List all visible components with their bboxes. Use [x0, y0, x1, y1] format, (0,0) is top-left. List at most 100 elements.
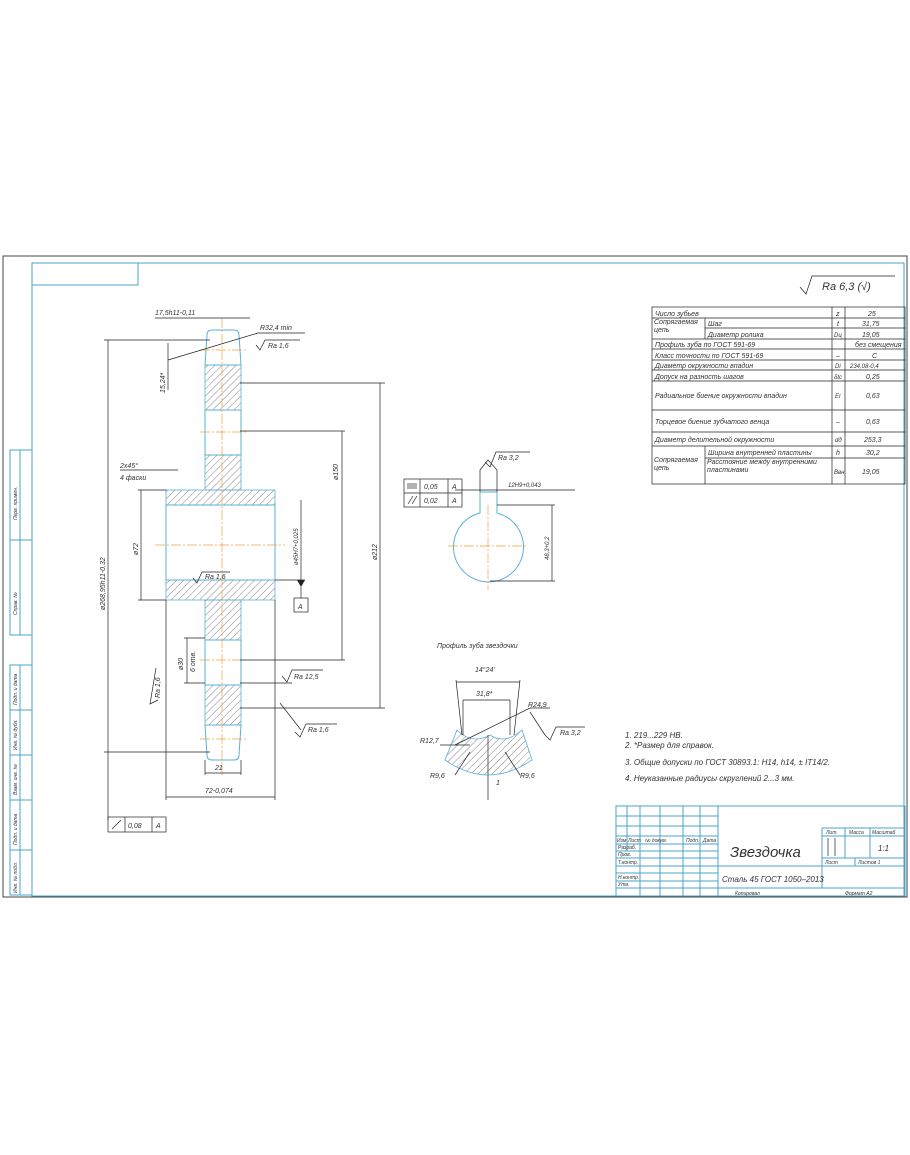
- row-value: 31,75: [862, 321, 880, 328]
- col-header: Дата: [702, 838, 716, 844]
- row-value: 19,05: [862, 469, 880, 476]
- role-label: Пров.: [618, 852, 631, 858]
- dim-hole-diameter: ø30: [178, 658, 185, 670]
- tolerance-value: 0,02: [424, 498, 438, 505]
- part-title: Звездочка: [730, 844, 801, 861]
- dim-radius: R9,6: [520, 773, 535, 780]
- row-value: 0,63: [866, 393, 880, 400]
- row-symbol: –: [835, 353, 840, 360]
- row-symbol: Di: [835, 364, 841, 370]
- row-label: Шаг: [708, 321, 722, 328]
- dim-keyway-width: 12H9+0,043: [508, 483, 542, 489]
- dim-outer-diameter: ø268,95h11-0,32: [100, 557, 107, 610]
- row-value: 234,08-0,4: [849, 364, 879, 370]
- spec-table: Число зубьев z 25 Сопрягаемая цепь Шаг t…: [651, 306, 906, 485]
- dim-hole-circle: ø150: [333, 464, 340, 480]
- tolerance-datum: A: [451, 498, 457, 505]
- row-label: Диаметр делительной окружности: [654, 436, 774, 444]
- row-label: Радиальное биение окружности впадин: [655, 392, 787, 400]
- row-value: 0,63: [866, 419, 880, 426]
- sheet-border: [2, 255, 908, 898]
- row-symbol: h: [836, 450, 840, 457]
- roughness-label: Ra 3,2: [560, 730, 581, 737]
- row-symbol: dд: [835, 438, 842, 444]
- hub-keyway-view: Ra 3,2 12H9+0,043 48,3+0,2 0,05 A 0,02 A: [403, 451, 575, 590]
- row-label: Профиль зуба по ГОСТ 591-69: [655, 341, 755, 349]
- row-value: 19,05: [862, 332, 880, 339]
- dim-angle: 14°24': [475, 666, 495, 674]
- col-header: Лист: [627, 838, 641, 844]
- row-symbol: –: [835, 419, 840, 426]
- note: 4. Неуказанные радиусы скруглений 2...3 …: [625, 774, 795, 783]
- roughness-label: Ra 6,3 (√): [822, 281, 871, 293]
- row-symbol: Er: [835, 394, 842, 400]
- dim-offset: 1: [496, 780, 500, 787]
- side-stamps: Перв. примен. Справ. № Подп. и дата Инв.…: [9, 449, 33, 896]
- mass-label: Масса: [849, 830, 864, 836]
- dim-chord: 15,24*: [160, 372, 167, 393]
- dim-plate-width: 21: [214, 765, 223, 772]
- row-symbol: z: [835, 311, 840, 318]
- row-value: 253,3: [863, 437, 882, 444]
- row-label: Торцевое биение зубчатого венца: [655, 418, 769, 426]
- dim-dia-212: ø212: [372, 544, 379, 560]
- tooth-profile-view: Профиль зуба звездочки 14°24' 31,8* R24,…: [420, 642, 585, 800]
- dim-hub-diameter: ø72: [133, 543, 140, 555]
- roughness-label: Ra 1,6: [268, 343, 289, 350]
- top-stamp-box: [31, 262, 139, 286]
- row-symbol: Bвн: [834, 470, 845, 476]
- dim-radius: R12,7: [420, 738, 440, 745]
- scale-value: 1:1: [878, 844, 889, 853]
- row-label: Ширина внутренней пластины: [708, 449, 813, 457]
- runout-tolerance-frame: 0,08 A: [107, 816, 167, 833]
- copied-label: Копировал: [735, 891, 760, 897]
- col-header: Изм: [617, 838, 627, 844]
- dim-tooth-width: 31,8*: [476, 691, 493, 698]
- row-label: Число зубьев: [655, 310, 699, 318]
- row-symbol: t: [837, 321, 840, 328]
- col-header: Подп.: [686, 838, 699, 844]
- tolerance-datum: A: [451, 484, 457, 491]
- stamp-label: Подп. и дата: [13, 673, 19, 705]
- row-value: 0,25: [866, 374, 880, 381]
- dim-keyway-depth: 48,3+0,2: [545, 536, 551, 560]
- tolerance-value: 0,05: [424, 484, 438, 491]
- view-title: Профиль зуба звездочки: [437, 642, 518, 650]
- tolerance-frames: 0,05 A 0,02 A: [403, 478, 463, 508]
- row-group: Сопрягаемая цепь: [654, 457, 698, 472]
- col-header: № докум.: [645, 838, 667, 844]
- tolerance-value: 0,08: [128, 823, 142, 830]
- technical-notes: 1. 219...229 НВ. 2. *Размер для справок.…: [624, 731, 830, 783]
- dim-width: 17,5h11-0,11: [155, 310, 195, 317]
- row-value: без смещения: [855, 341, 902, 349]
- stamp-label: Инв. № подл.: [13, 862, 19, 893]
- sheet-label: Лист: [824, 860, 838, 866]
- roughness-label: Ra 1,6: [308, 727, 329, 734]
- title-block: Изм Лист № докум. Подп. Дата Разраб. Про…: [615, 805, 906, 897]
- stamp-label: Подп. и дата: [13, 813, 19, 845]
- roughness-label: Ra 1,6: [205, 574, 226, 581]
- note: 1. 219...229 НВ.: [625, 731, 683, 740]
- row-label: Диаметр окружности впадин: [654, 362, 753, 370]
- dim-chamfer-count: 4 фаски: [120, 475, 146, 482]
- datum-a-label: A: [297, 604, 303, 611]
- dim-bore: ø45H7+0,025: [294, 528, 300, 565]
- scale-label: Масштаб: [872, 830, 896, 836]
- row-symbol: Dц: [834, 333, 842, 339]
- role-label: Утв.: [618, 882, 629, 888]
- role-label: Т.контр.: [618, 860, 638, 866]
- dim-hub-length: 72-0,074: [205, 788, 233, 795]
- dim-chamfer: 2x45°: [119, 462, 138, 470]
- dim-hole-count: 6 отв.: [190, 651, 197, 672]
- note: 3. Общие допуски по ГОСТ 30893.1: H14, h…: [625, 758, 830, 767]
- general-roughness: Ra 6,3 (√): [799, 275, 895, 295]
- row-value: 30,2: [866, 450, 880, 457]
- stamp-label: Взам. инв. №: [13, 763, 19, 795]
- row-label: Расстояние между внутренними пластинами: [707, 459, 817, 474]
- roughness-label: Ra 3,2: [498, 455, 519, 462]
- stamp-label: Перв. примен.: [13, 487, 19, 520]
- roughness-label: Ra 12,5: [294, 674, 319, 681]
- material: Сталь 45 ГОСТ 1050–2013: [722, 875, 824, 884]
- stamp-label: Инв. № дубл.: [13, 719, 19, 750]
